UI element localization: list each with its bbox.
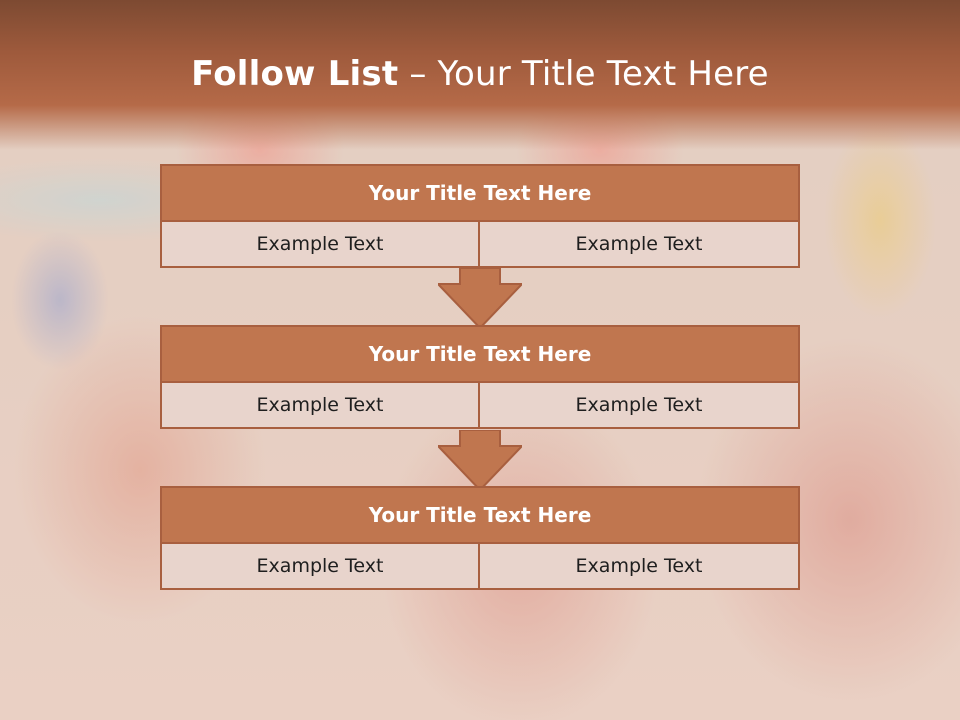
slide-title: Follow List – Your Title Text Here — [0, 54, 960, 94]
down-arrow-icon — [438, 430, 522, 490]
down-arrow-icon — [438, 268, 522, 328]
slide-title-separator: – — [398, 54, 438, 94]
flow-block-1-cell-right: Example Text — [480, 222, 798, 266]
flow-block-1-cell-left: Example Text — [162, 222, 480, 266]
flow-block-2: Your Title Text Here Example Text Exampl… — [160, 325, 800, 429]
flow-block-2-title: Your Title Text Here — [162, 327, 798, 383]
flow-block-3-title: Your Title Text Here — [162, 488, 798, 544]
flow-block-3-cell-right: Example Text — [480, 544, 798, 588]
slide-title-rest: Your Title Text Here — [437, 54, 769, 94]
flow-block-1-title: Your Title Text Here — [162, 166, 798, 222]
flow-block-3-cell-left: Example Text — [162, 544, 480, 588]
slide-title-bold: Follow List — [191, 54, 399, 94]
flow-block-2-cell-right: Example Text — [480, 383, 798, 427]
flow-block-3: Your Title Text Here Example Text Exampl… — [160, 486, 800, 590]
flow-block-1: Your Title Text Here Example Text Exampl… — [160, 164, 800, 268]
flow-block-2-cell-left: Example Text — [162, 383, 480, 427]
title-band — [0, 0, 960, 150]
